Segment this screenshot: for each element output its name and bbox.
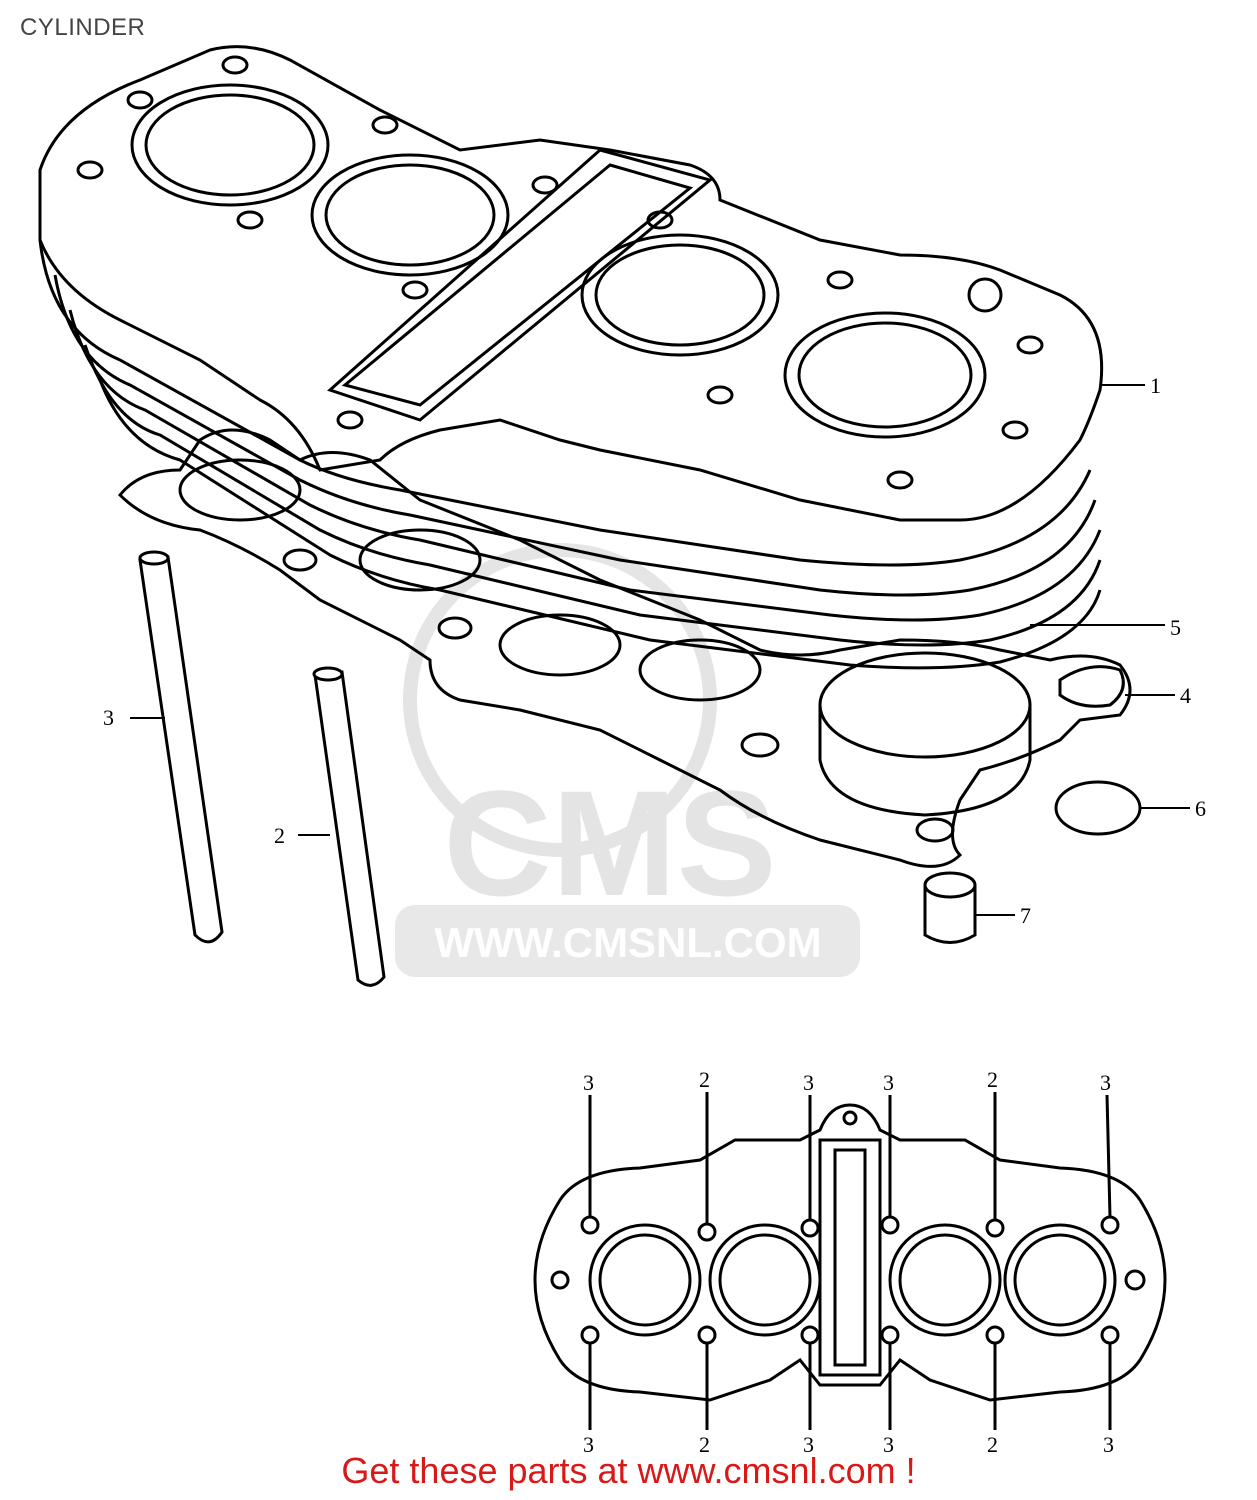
inset-top-view bbox=[533, 1092, 1167, 1430]
cylinder-ring bbox=[818, 651, 1032, 817]
inset-label-top-4: 3 bbox=[883, 1070, 894, 1095]
promo-link[interactable]: Get these parts at www.cmsnl.com ! bbox=[341, 1450, 916, 1491]
o-ring bbox=[1054, 780, 1142, 836]
watermark: CMS WWW.CMSNL.COM bbox=[395, 543, 860, 977]
cylinder-block bbox=[38, 45, 1104, 670]
watermark-url-bg bbox=[395, 905, 860, 977]
dowel-pin bbox=[923, 871, 977, 944]
inset-label-top-1: 3 bbox=[583, 1070, 594, 1095]
callout-label-1: 1 bbox=[1150, 373, 1161, 398]
inset-label-bottom-5: 2 bbox=[987, 1432, 998, 1457]
stud-bolt-long bbox=[138, 550, 224, 944]
callout-leaders bbox=[130, 384, 1190, 916]
inset-label-bottom-4: 3 bbox=[883, 1432, 894, 1457]
callout-label-3: 3 bbox=[103, 705, 114, 730]
inset-label-bottom-2: 2 bbox=[699, 1432, 710, 1457]
callout-label-7: 7 bbox=[1020, 903, 1031, 928]
cylinder-base-gasket bbox=[117, 428, 1132, 868]
callout-label-5: 5 bbox=[1170, 615, 1181, 640]
watermark-url: WWW.CMSNL.COM bbox=[434, 919, 821, 966]
inset-label-bottom-3: 3 bbox=[803, 1432, 814, 1457]
watermark-brand: CMS bbox=[443, 759, 776, 927]
stud-bolt-short bbox=[312, 666, 386, 987]
inset-label-top-5: 2 bbox=[987, 1067, 998, 1092]
callout-label-2: 2 bbox=[274, 823, 285, 848]
inset-label-top-3: 3 bbox=[803, 1070, 814, 1095]
callout-label-6: 6 bbox=[1195, 796, 1206, 821]
callout-label-4: 4 bbox=[1180, 683, 1191, 708]
inset-label-bottom-1: 3 bbox=[583, 1432, 594, 1457]
inset-label-top-6: 3 bbox=[1100, 1070, 1111, 1095]
page-title: CYLINDER bbox=[20, 14, 146, 41]
inset-label-top-2: 2 bbox=[699, 1067, 710, 1092]
inset-label-bottom-6: 3 bbox=[1103, 1432, 1114, 1457]
